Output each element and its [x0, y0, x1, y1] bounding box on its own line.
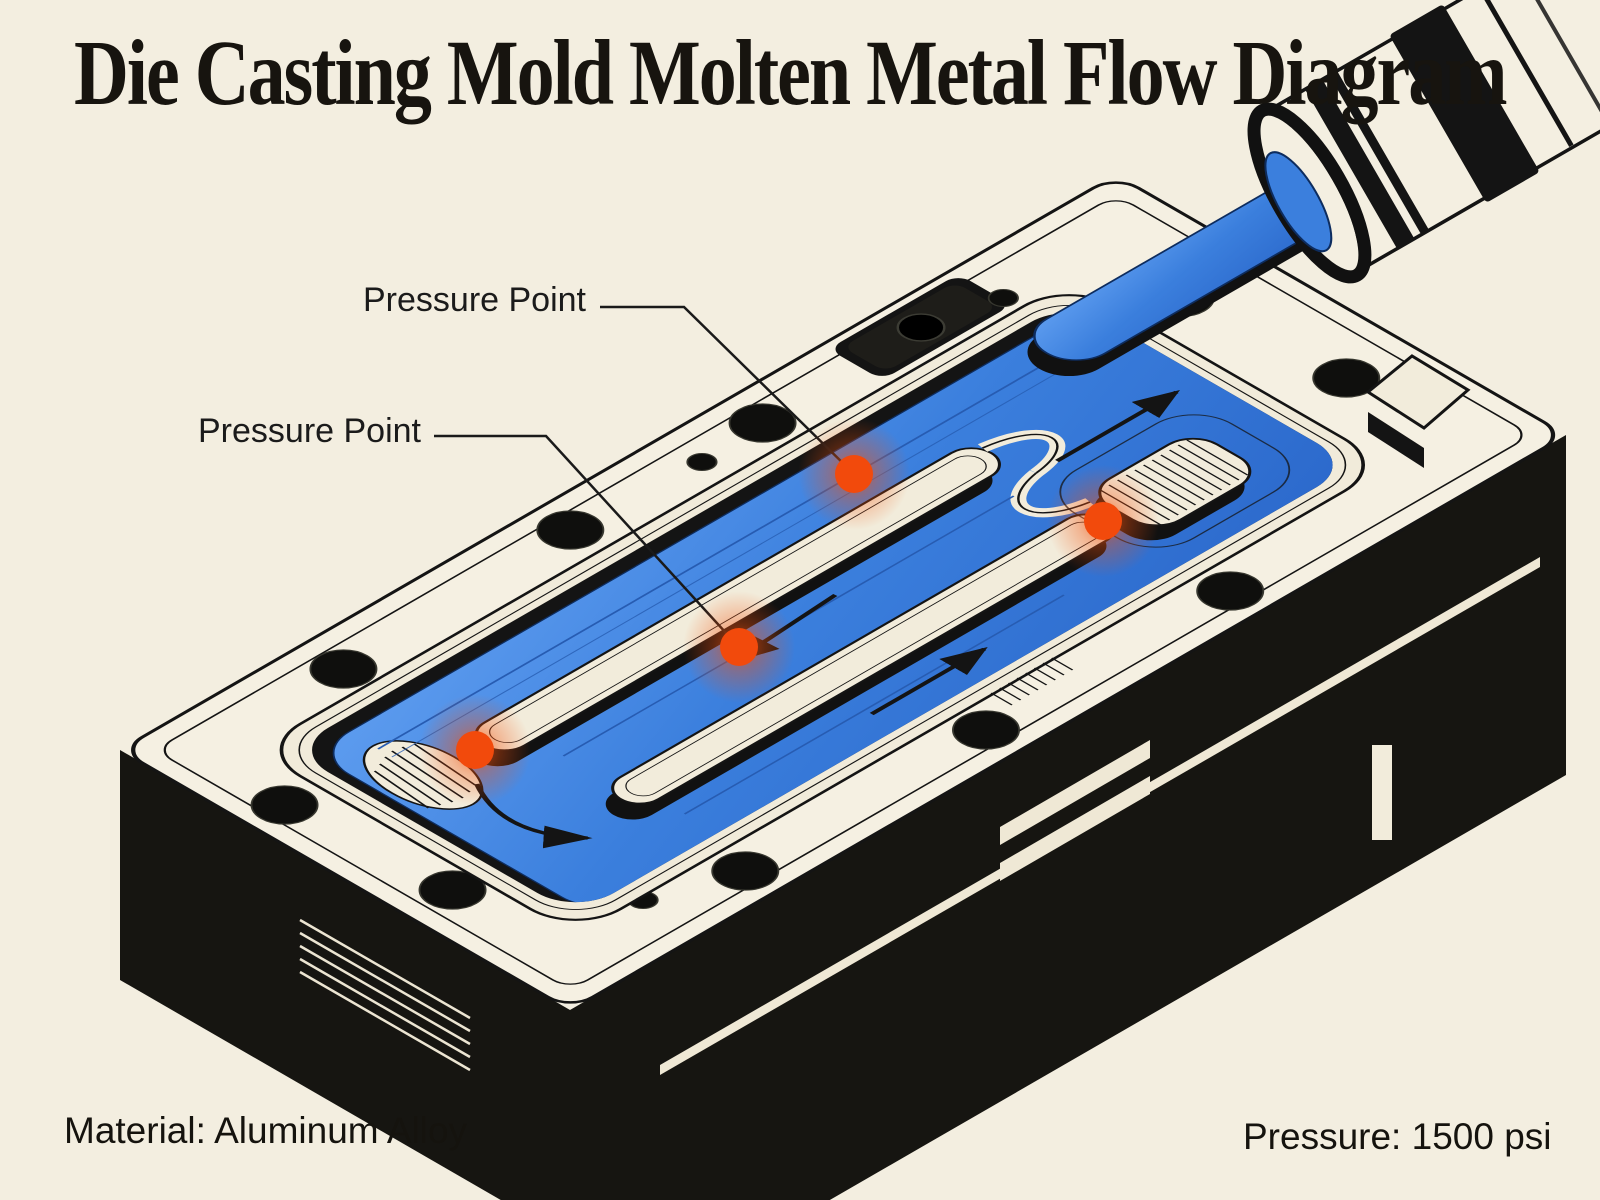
flange-line: [163, 200, 1523, 985]
pressure-point-label-top: Pressure Point: [363, 281, 586, 319]
pressure-point-dot: [1084, 502, 1122, 540]
flange-pocket: [835, 278, 1005, 376]
bolt-hole: [536, 510, 605, 550]
page-title: Die Casting Mold Molten Metal Flow Diagr…: [74, 22, 1508, 125]
bolt-hole: [952, 710, 1020, 750]
material-note: Material: Aluminum Alloy: [64, 1110, 468, 1151]
bolt-hole: [1196, 571, 1265, 611]
pressure-point-dot: [720, 628, 758, 666]
side-step: [1000, 776, 1150, 881]
sleeve-boss: [1365, 354, 1471, 468]
bolt-hole: [309, 649, 378, 689]
pressure-point-dot: [456, 731, 494, 769]
bolt-hole-small: [987, 288, 1019, 308]
bolt-hole: [711, 851, 780, 891]
pressure-note: Pressure: 1500 psi: [1243, 1116, 1552, 1157]
side-step: [1000, 740, 1150, 845]
side-tab: [1372, 745, 1392, 840]
bolt-hole: [250, 785, 319, 825]
injection-sleeve: [1247, 0, 1600, 284]
flange-ribs: [990, 657, 1074, 706]
sleeve-ring: [1390, 5, 1539, 202]
side-hatch-ribs: [299, 918, 471, 1072]
flow-arrow: [869, 647, 988, 716]
flow-arrow: [1055, 390, 1180, 463]
leader-line-top: [600, 305, 853, 473]
leader-lines: [434, 305, 853, 646]
mold-side-faces: [120, 435, 1566, 1200]
pressure-point-dot: [835, 455, 873, 493]
pressure-points: [419, 418, 1159, 806]
leader-line-left: [434, 434, 738, 646]
pressure-point-label-left: Pressure Point: [198, 412, 421, 450]
bolt-holes: [250, 277, 1381, 910]
sleeve-bore: [1264, 151, 1333, 253]
bolt-hole-small: [686, 452, 718, 472]
cavity-rim-line: [298, 305, 1347, 910]
bolt-hole: [728, 403, 797, 443]
